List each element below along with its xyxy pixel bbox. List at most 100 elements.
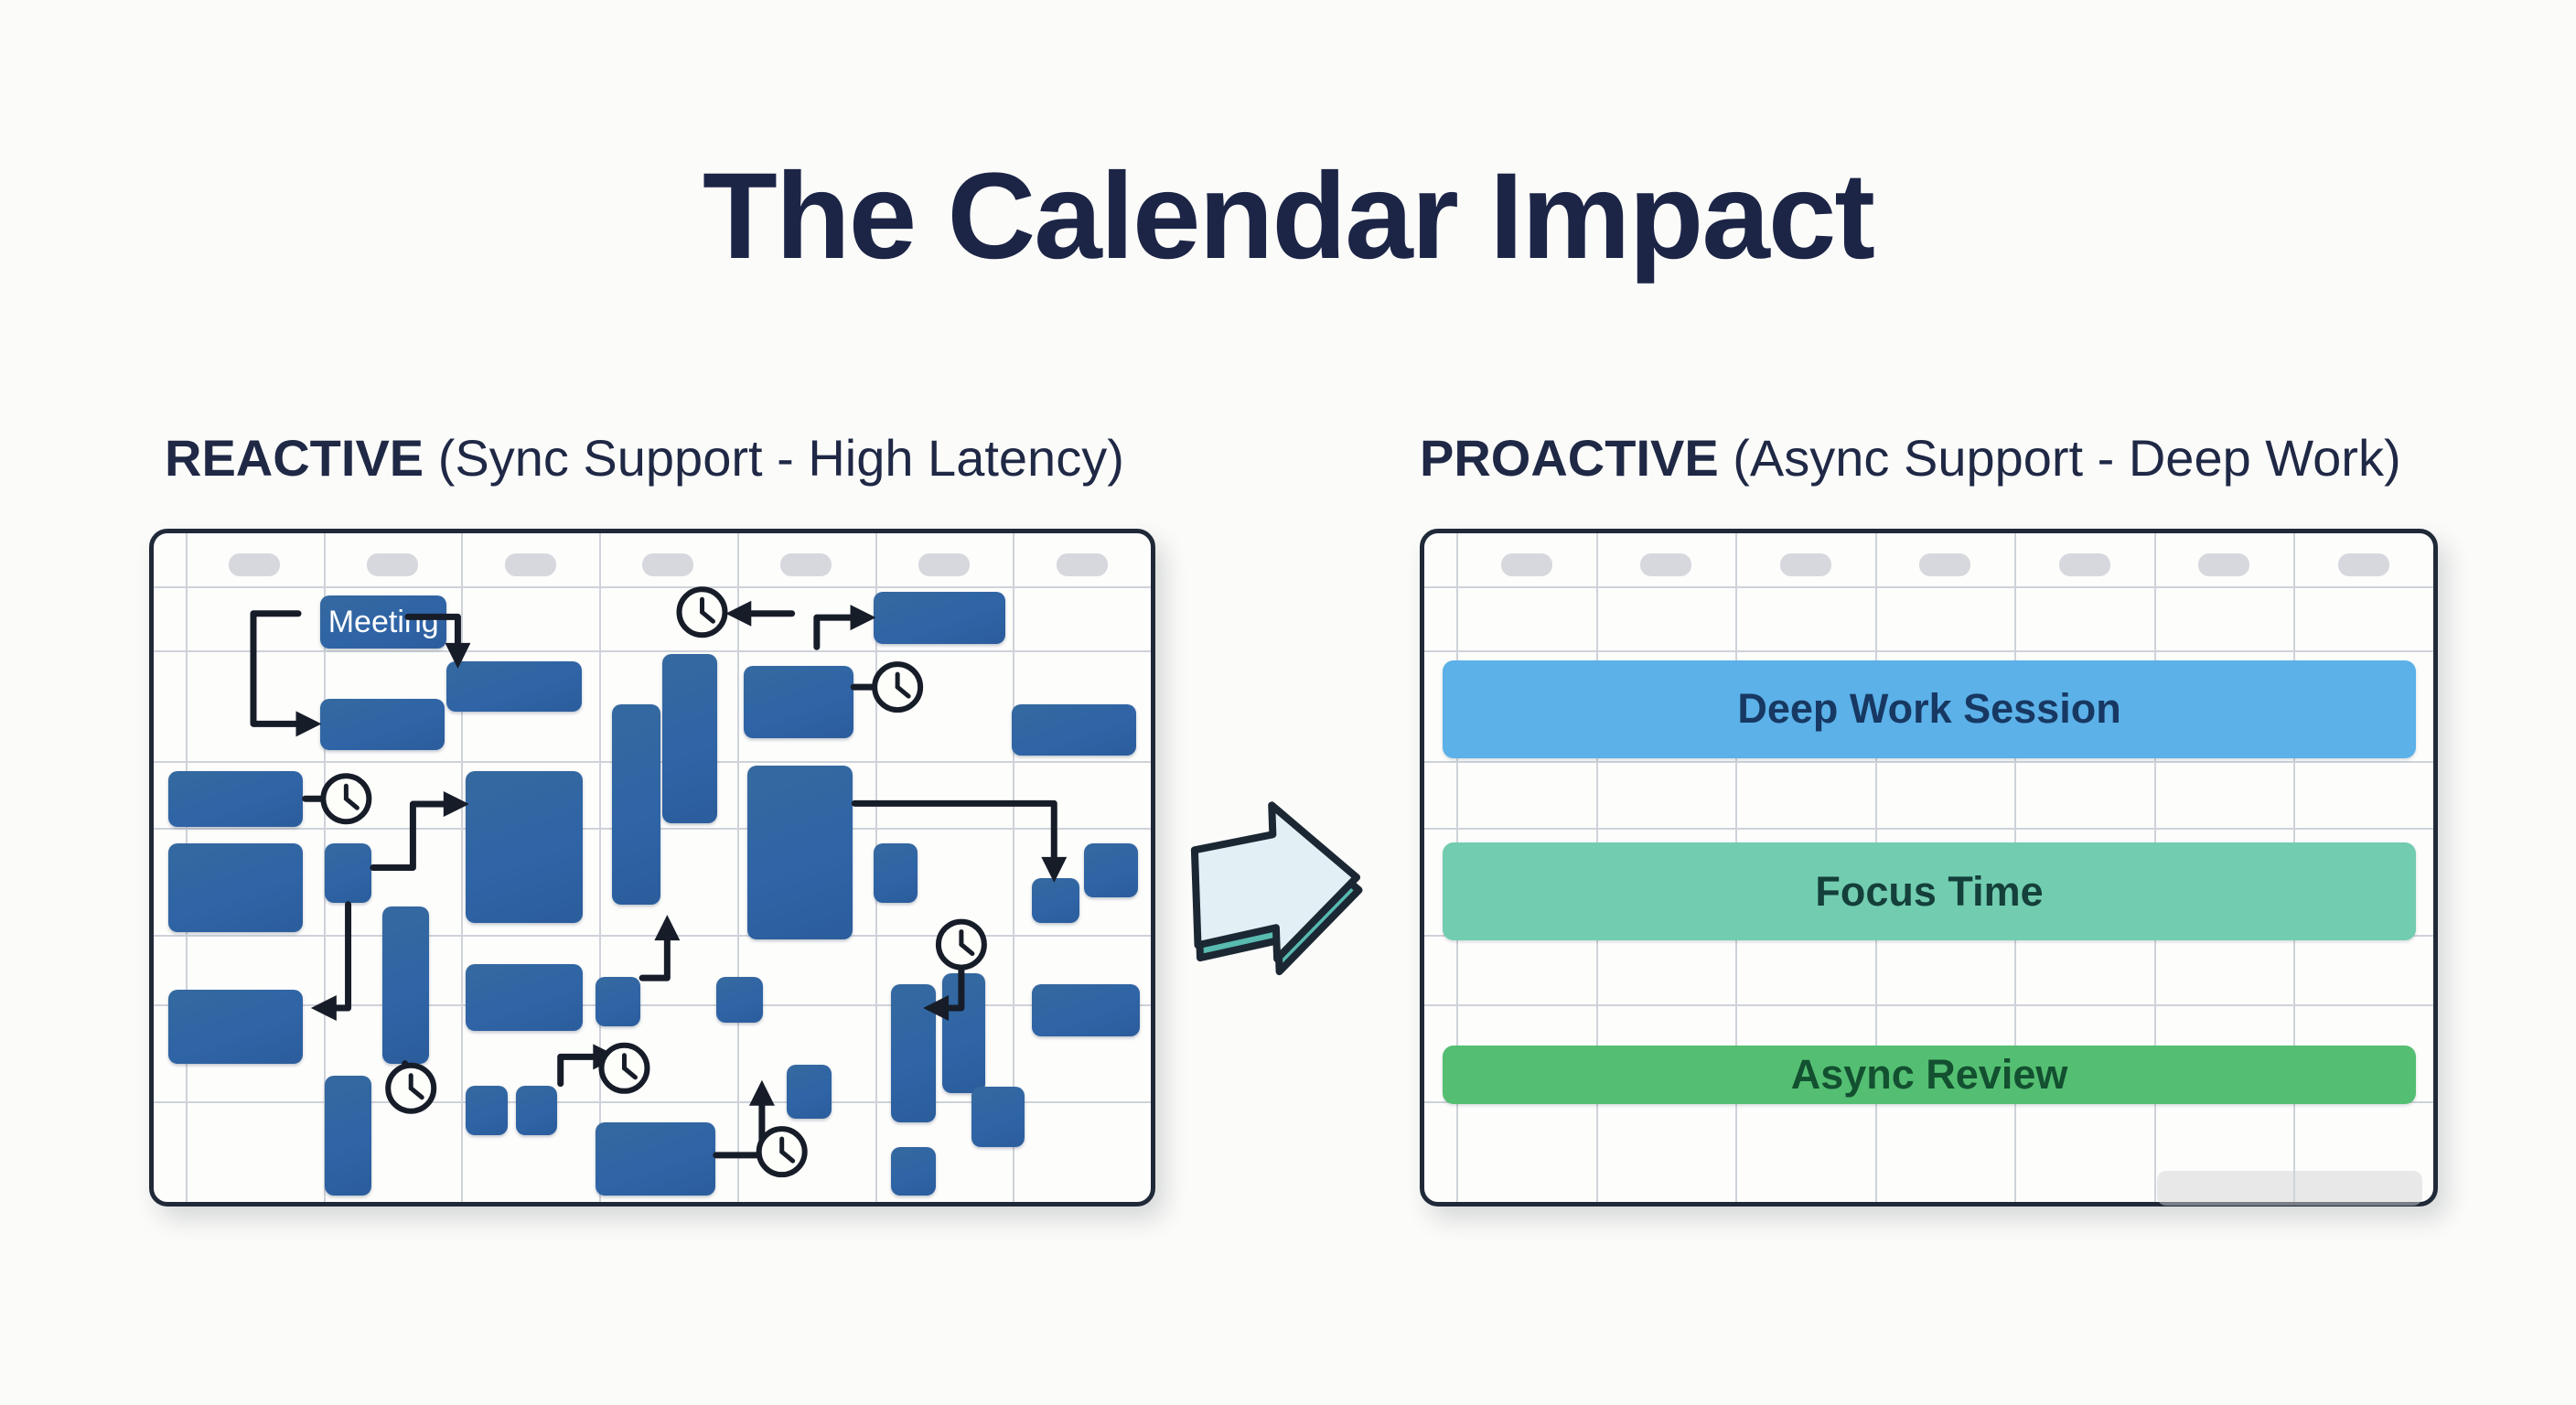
event-block xyxy=(320,699,445,750)
event-block xyxy=(595,1122,715,1196)
day-header-pill xyxy=(1919,553,1971,576)
grid-row-line xyxy=(1424,1004,2433,1007)
event-block xyxy=(890,1147,936,1196)
day-header-pill xyxy=(1056,553,1108,576)
day-header-pill xyxy=(1640,553,1692,576)
grid-column-line xyxy=(599,533,602,1202)
flow-arrowhead xyxy=(1041,856,1068,883)
calendar-bar: Focus Time xyxy=(1442,842,2417,941)
scan-artifact xyxy=(2157,1171,2422,1206)
day-header-pill xyxy=(918,553,970,576)
event-block xyxy=(612,704,660,906)
grid-row-line xyxy=(154,1101,1151,1104)
grid-row-line xyxy=(1424,760,2433,763)
clock-icon xyxy=(676,586,728,638)
grid-column-line xyxy=(736,533,739,1202)
event-block xyxy=(515,1085,558,1135)
grid-column-line xyxy=(461,533,464,1202)
day-header-pill xyxy=(2198,553,2250,576)
clock-icon xyxy=(385,1062,437,1114)
event-block xyxy=(787,1065,832,1119)
calendar-bar-label: Deep Work Session xyxy=(1737,685,2121,733)
day-header-pill xyxy=(1500,553,1552,576)
event-block xyxy=(715,976,763,1024)
event-block-label: Meeting xyxy=(327,604,439,639)
event-block xyxy=(325,843,371,904)
page-title: The Calendar Impact xyxy=(702,148,1875,284)
grid-column-line xyxy=(1013,533,1015,1202)
flow-arrow xyxy=(326,901,352,1012)
grid-row-line xyxy=(154,649,1151,652)
grid-row-line xyxy=(1424,827,2433,830)
flow-arrowhead xyxy=(725,600,752,627)
event-block xyxy=(1032,878,1079,924)
event-block xyxy=(1012,704,1136,756)
event-block xyxy=(466,770,583,924)
event-block xyxy=(168,989,304,1065)
proactive-heading-rest: (Async Support - Deep Work) xyxy=(1718,429,2401,487)
reactive-heading-bold: REACTIVE xyxy=(165,429,424,487)
day-header-pill xyxy=(229,553,281,576)
day-header-pill xyxy=(2058,553,2110,576)
clock-icon xyxy=(872,661,924,713)
reactive-heading: REACTIVE (Sync Support - High Latency) xyxy=(165,428,1124,488)
clock-icon xyxy=(598,1042,650,1094)
grid-row-line xyxy=(154,934,1151,937)
event-block xyxy=(168,843,304,932)
day-header-pill xyxy=(504,553,556,576)
event-block xyxy=(168,770,304,827)
flow-arrowhead xyxy=(923,995,950,1022)
clock-icon xyxy=(756,1126,808,1178)
event-block xyxy=(746,765,853,939)
flow-arrowhead xyxy=(748,1079,775,1106)
event-block xyxy=(971,1086,1025,1148)
flow-arrow xyxy=(813,614,862,650)
event-block: Meeting xyxy=(320,595,447,649)
flow-arrow xyxy=(639,929,671,981)
day-header-pill xyxy=(642,553,694,576)
clock-icon xyxy=(320,773,372,825)
reactive-heading-rest: (Sync Support - High Latency) xyxy=(424,429,1124,487)
flow-arrow xyxy=(713,1095,766,1159)
flow-arrow xyxy=(250,610,306,727)
event-block xyxy=(661,654,717,824)
calendar-bar-label: Async Review xyxy=(1790,1051,2068,1099)
clock-icon xyxy=(935,918,987,971)
flow-arrow xyxy=(851,799,1057,868)
transform-arrow-icon xyxy=(1190,801,1363,976)
flow-arrowhead xyxy=(443,791,469,818)
event-block xyxy=(466,964,583,1031)
flow-arrow xyxy=(557,1053,604,1088)
day-header-pill xyxy=(1779,553,1831,576)
flow-overlay xyxy=(250,586,1068,1178)
proactive-heading-bold: PROACTIVE xyxy=(1420,429,1719,487)
grid-row-line xyxy=(1424,585,2433,588)
calendar-bar: Async Review xyxy=(1442,1045,2417,1105)
event-block xyxy=(595,976,640,1026)
event-block xyxy=(446,660,582,713)
day-header-pill xyxy=(780,553,832,576)
grid-row-line xyxy=(154,585,1151,588)
day-header-pill xyxy=(2337,553,2389,576)
event-block xyxy=(466,1085,508,1135)
grid-column-line xyxy=(323,533,326,1202)
event-block xyxy=(1083,843,1138,897)
event-block xyxy=(381,906,429,1065)
event-block xyxy=(873,843,918,904)
event-block xyxy=(325,1075,371,1196)
flow-arrowhead xyxy=(654,915,681,941)
calendar-bar-label: Focus Time xyxy=(1815,867,2044,915)
flow-arrowhead xyxy=(295,711,322,737)
flow-arrowhead xyxy=(850,605,876,631)
proactive-heading: PROACTIVE (Async Support - Deep Work) xyxy=(1420,428,2401,488)
flow-arrowhead xyxy=(310,995,337,1022)
flow-arrowhead xyxy=(445,642,471,669)
flow-arrow xyxy=(404,613,461,654)
event-block xyxy=(744,666,854,739)
event-block xyxy=(1032,984,1140,1036)
grid-row-line xyxy=(154,1004,1151,1007)
grid-row-line xyxy=(1424,649,2433,652)
calendar-bar: Deep Work Session xyxy=(1442,660,2417,758)
